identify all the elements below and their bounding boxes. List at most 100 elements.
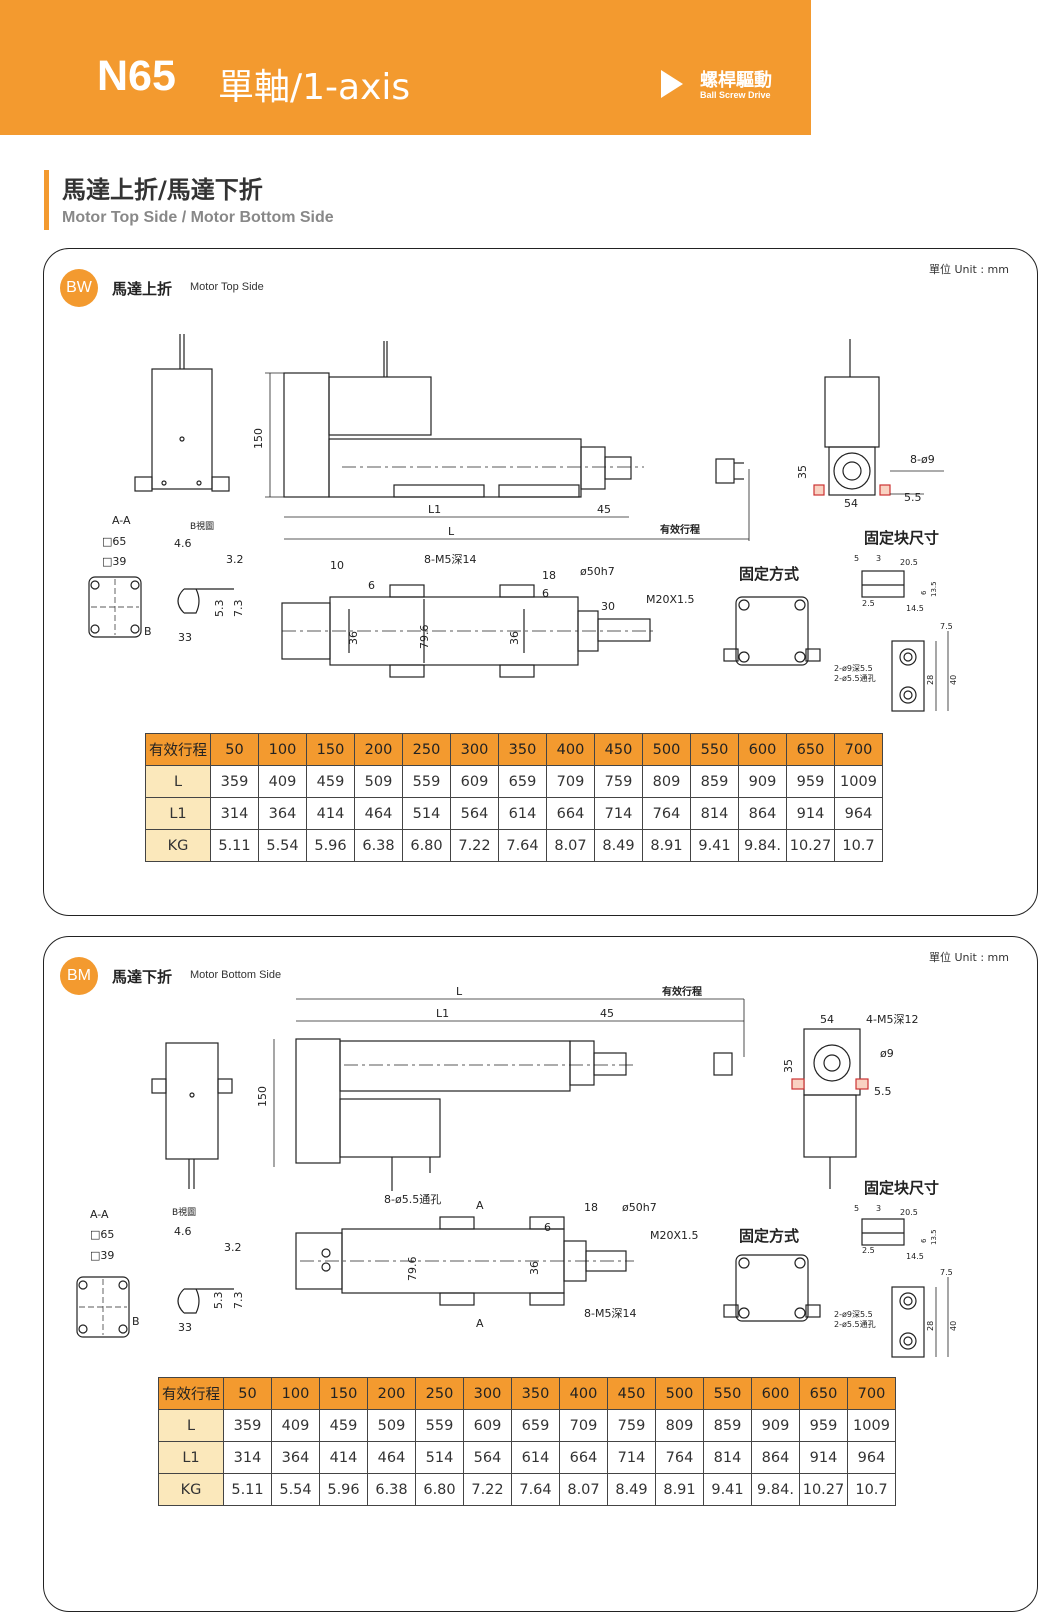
label-4-6: 4.6 (174, 1225, 192, 1238)
label-fix-size: 固定块尺寸 (864, 529, 939, 547)
table-row-l: L 359 409 459 509 559 609 659 709 759 80… (145, 765, 883, 798)
row-label: L (158, 1409, 224, 1442)
label-aa: A-A (112, 514, 131, 527)
label-f40: 40 (949, 675, 958, 685)
label-f20-5: 20.5 (900, 558, 918, 567)
label-m20: M20X1.5 (650, 1229, 699, 1242)
panel-title-en: Motor Top Side (190, 281, 264, 293)
header-banner: N65 單軸/1-axis 螺桿驅動 Ball Screw Drive (0, 0, 811, 135)
table-cell: 5.54 (271, 1473, 320, 1506)
label-f7-5: 7.5 (940, 1268, 953, 1277)
table-cell: 414 (319, 1441, 368, 1474)
table-cell: 614 (498, 797, 547, 830)
stroke-cell: 550 (703, 1377, 752, 1410)
stroke-cell: 400 (559, 1377, 608, 1410)
badge-bm: BM (60, 957, 98, 995)
table-cell: 564 (463, 1441, 512, 1474)
label-a-2: A (476, 1317, 484, 1330)
row-label: L (145, 765, 211, 798)
table-cell: 1009 (834, 765, 883, 798)
label-sq65: □65 (102, 535, 126, 548)
table-cell: 859 (690, 765, 739, 798)
label-30: 30 (601, 600, 615, 613)
table-cell: 664 (559, 1441, 608, 1474)
label-18: 18 (542, 569, 556, 582)
table-cell: 509 (367, 1409, 416, 1442)
table-header-label: 有效行程 (158, 1377, 224, 1410)
unit-label: 單位 Unit : mm (928, 951, 1009, 964)
stroke-cell: 150 (319, 1377, 368, 1410)
side-view (265, 341, 750, 541)
table-cell: 814 (703, 1441, 752, 1474)
table-cell: 8.49 (607, 1473, 656, 1506)
table-cell: 9.84. (751, 1473, 800, 1506)
label-4-6: 4.6 (174, 537, 192, 550)
label-holes-thru: 8-ø5.5通孔 (384, 1193, 441, 1206)
label-f3: 3 (876, 1204, 881, 1213)
model-title: N65 (97, 52, 176, 100)
table-cell: 8.91 (642, 829, 691, 862)
stroke-cell: 500 (642, 733, 691, 766)
table-cell: 7.64 (511, 1473, 560, 1506)
stroke-cell: 550 (690, 733, 739, 766)
table-cell: 859 (703, 1409, 752, 1442)
label-50h7: ø50h7 (622, 1201, 657, 1214)
table-cell: 514 (402, 797, 451, 830)
label-f13-5: 13.5 (930, 1229, 938, 1245)
table-header-label: 有效行程 (145, 733, 211, 766)
table-cell: 914 (799, 1441, 848, 1474)
table-cell: 409 (271, 1409, 320, 1442)
badge-bw: BW (60, 269, 98, 307)
table-cell: 6.38 (367, 1473, 416, 1506)
table-cell: 6.38 (354, 829, 403, 862)
table-cell: 559 (415, 1409, 464, 1442)
label-33: 33 (178, 1321, 192, 1334)
section-title-en: Motor Top Side / Motor Bottom Side (62, 209, 334, 226)
label-f6: 6 (920, 1238, 928, 1243)
drive-type-zh: 螺桿驅動 (700, 70, 772, 91)
table-cell: 864 (738, 797, 787, 830)
table-row-kg: KG 5.11 5.54 5.96 6.38 6.80 7.22 7.64 8.… (158, 1473, 896, 1506)
table-cell: 959 (786, 765, 835, 798)
label-b-view: B視圖 (172, 1206, 196, 1218)
label-l: L (448, 525, 455, 538)
table-cell: 7.22 (450, 829, 499, 862)
fix-method-drawing (723, 1254, 821, 1322)
table-cell: 709 (546, 765, 595, 798)
label-10: 10 (330, 559, 344, 572)
table-cell: 909 (751, 1409, 800, 1442)
table-cell: 8.91 (655, 1473, 704, 1506)
table-cell: 559 (402, 765, 451, 798)
label-45: 45 (597, 503, 611, 516)
label-sq65: □65 (90, 1228, 114, 1241)
drive-type-en: Ball Screw Drive (700, 90, 771, 100)
label-5-3: 5.3 (213, 600, 226, 618)
fix-block-drawing (861, 1218, 949, 1358)
table-cell: 609 (450, 765, 499, 798)
table-cell: 914 (786, 797, 835, 830)
table-cell: 714 (594, 797, 643, 830)
model-subtitle: 單軸/1-axis (218, 67, 411, 108)
row-label: L1 (145, 797, 211, 830)
panel-title-zh: 馬達上折 (112, 280, 173, 298)
stroke-cell: 600 (751, 1377, 800, 1410)
section-aa (76, 1276, 234, 1338)
label-36a: 36 (347, 631, 360, 645)
stroke-cell: 700 (847, 1377, 896, 1410)
table-cell: 10.27 (799, 1473, 848, 1506)
stroke-cell: 50 (223, 1377, 272, 1410)
end-view (151, 1042, 233, 1189)
label-l: L (456, 985, 463, 998)
table-cell: 709 (559, 1409, 608, 1442)
drawing-motor-top: A-A □65 □39 B B視圖 4.6 3.2 5.3 7.3 33 150… (88, 334, 958, 712)
table-cell: 464 (354, 797, 403, 830)
stroke-cell: 450 (607, 1377, 656, 1410)
table-row-l1: L1 314 364 414 464 514 564 614 664 714 7… (145, 797, 883, 830)
label-aa: A-A (90, 1208, 109, 1221)
label-6: 6 (544, 1221, 551, 1234)
stroke-cell: 50 (210, 733, 259, 766)
stroke-cell: 700 (834, 733, 883, 766)
table-cell: 409 (258, 765, 307, 798)
stroke-cell: 650 (799, 1377, 848, 1410)
stroke-cell: 250 (402, 733, 451, 766)
